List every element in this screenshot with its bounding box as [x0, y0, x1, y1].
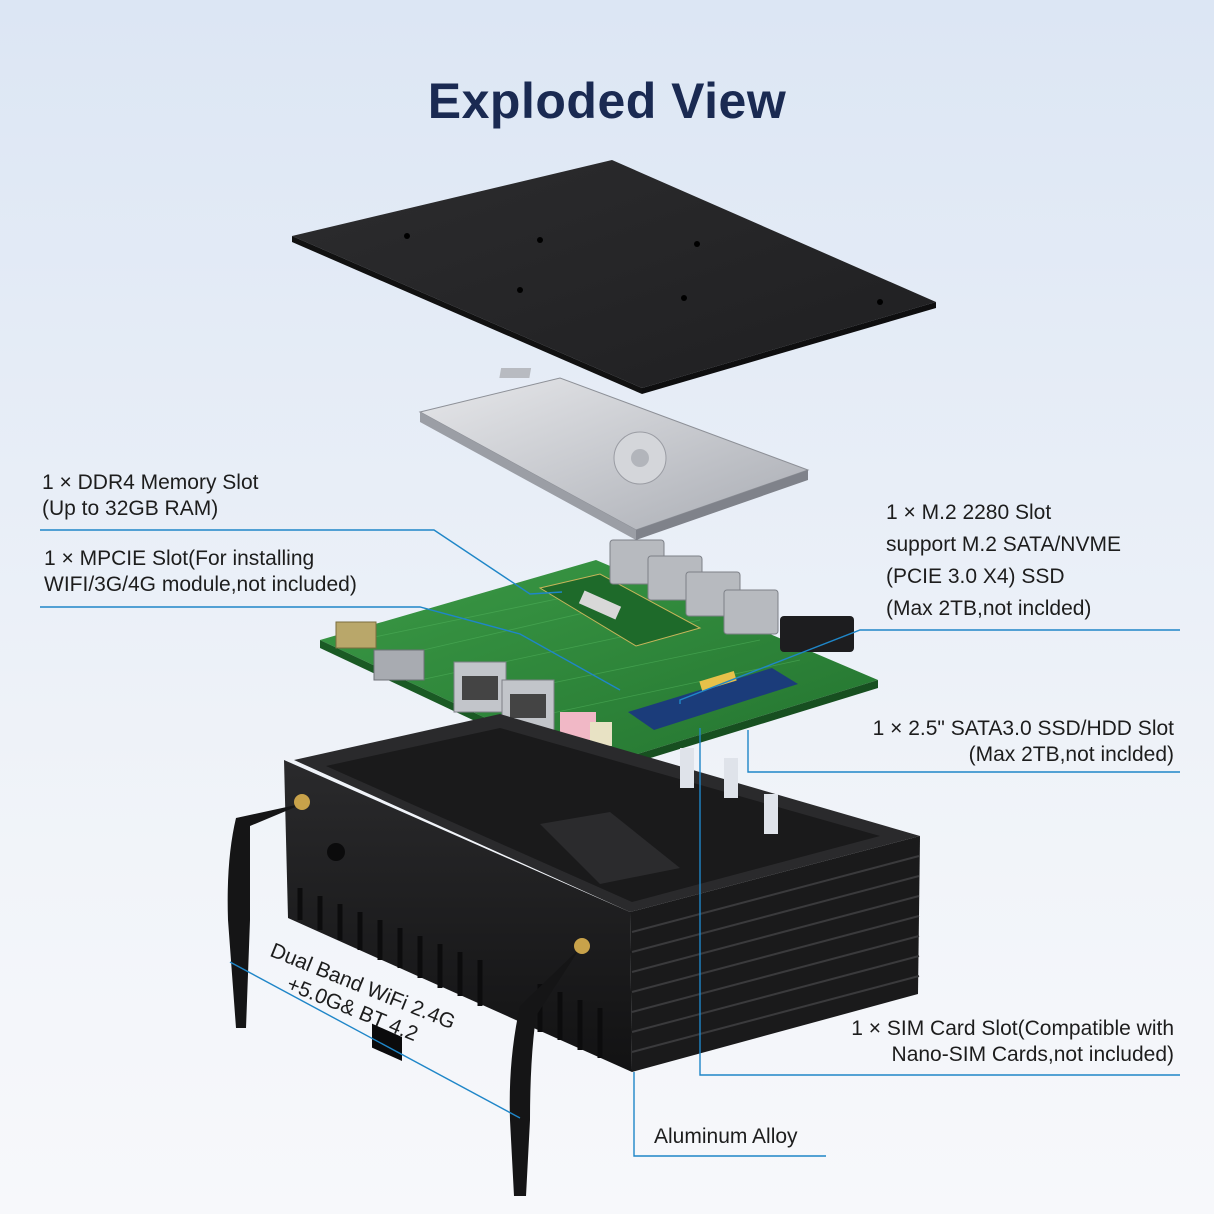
callout-mpcie-line2: WIFI/3G/4G module,not included)	[44, 573, 357, 596]
callout-sim-line2: Nano-SIM Cards,not included)	[891, 1043, 1174, 1066]
callout-mpcie-slot: 1 × MPCIE Slot(For installing WIFI/3G/4G…	[44, 546, 357, 598]
page-title: Exploded View	[427, 73, 787, 129]
motherboard-pcb	[320, 539, 878, 776]
callout-aluminum-alloy: Aluminum Alloy	[654, 1124, 798, 1150]
callout-memory-line1: 1 × DDR4 Memory Slot	[42, 471, 259, 494]
callout-sata-slot: 1 × 2.5" SATA3.0 SSD/HDD Slot (Max 2TB,n…	[780, 716, 1174, 768]
callout-aluminum-line1: Aluminum Alloy	[654, 1125, 798, 1148]
callout-m2-line2: support M.2 SATA/NVME	[886, 533, 1121, 556]
top-lid-plate	[292, 160, 936, 394]
callout-mpcie-line1: 1 × MPCIE Slot(For installing	[44, 547, 315, 570]
callout-sata-line2: (Max 2TB,not inclded)	[968, 743, 1174, 766]
callout-sata-line1: 1 × 2.5" SATA3.0 SSD/HDD Slot	[872, 717, 1174, 740]
callout-memory-slot: 1 × DDR4 Memory Slot (Up to 32GB RAM)	[42, 470, 258, 522]
hdd-bracket-tray	[418, 368, 810, 540]
callout-memory-line2: (Up to 32GB RAM)	[42, 497, 219, 520]
callout-sim-line1: 1 × SIM Card Slot(Compatible with	[851, 1017, 1174, 1040]
callout-m2-line4: (Max 2TB,not inclded)	[886, 597, 1092, 620]
callout-m2-line3: (PCIE 3.0 X4) SSD	[886, 565, 1065, 588]
callout-m2-slot: 1 × M.2 2280 Slot support M.2 SATA/NVME …	[886, 497, 1121, 625]
callout-leader-lines	[40, 529, 1180, 1157]
callout-sim-slot: 1 × SIM Card Slot(Compatible with Nano-S…	[780, 1016, 1174, 1068]
callout-m2-line1: 1 × M.2 2280 Slot	[886, 501, 1052, 524]
